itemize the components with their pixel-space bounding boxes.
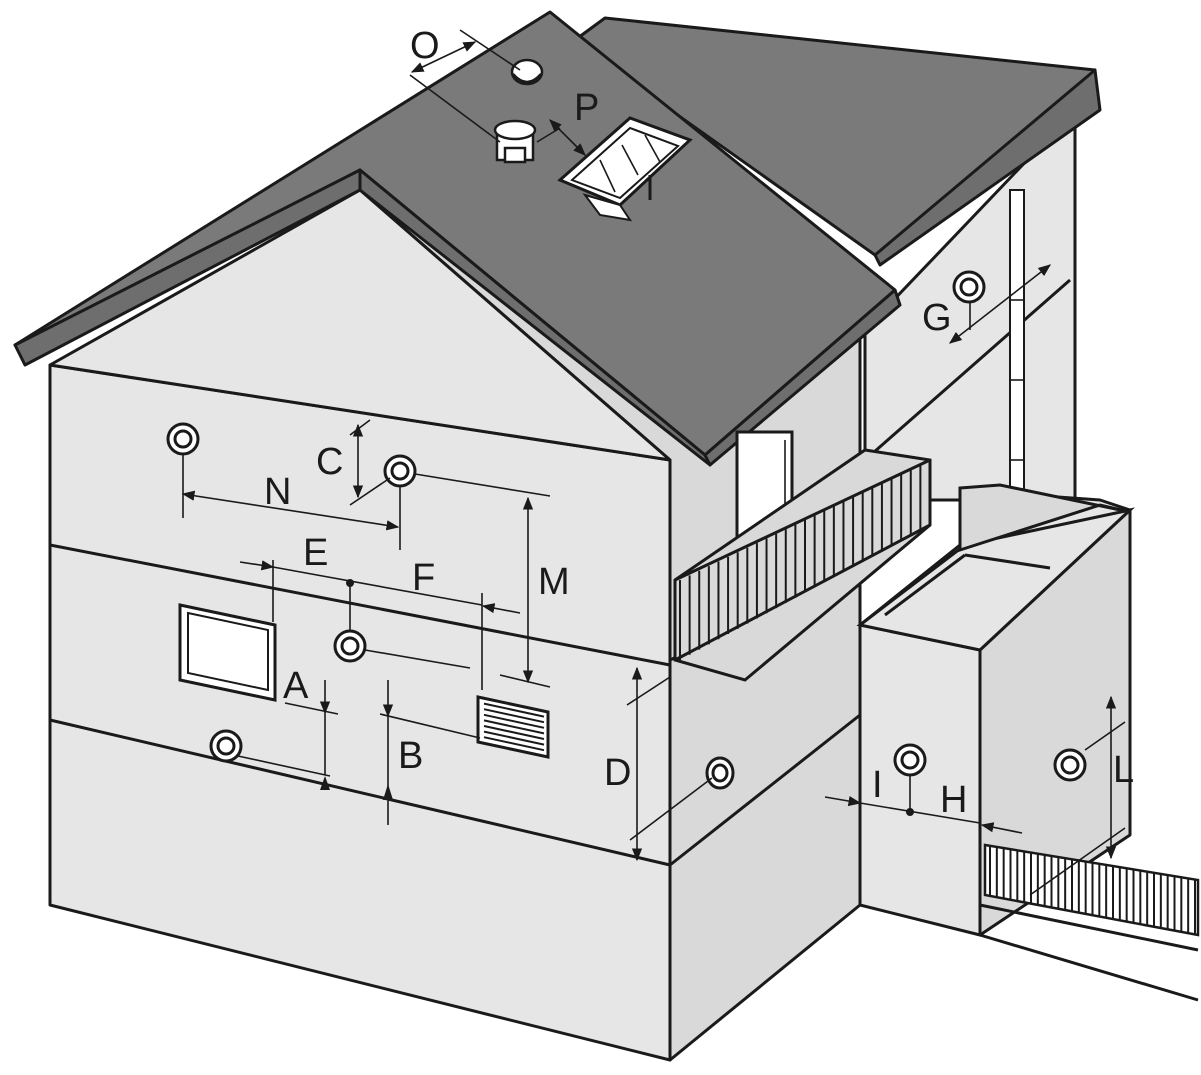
roof-terminal-small [510,58,544,86]
band-lower [49,718,671,867]
label-D: D [604,752,631,794]
label-I: I [872,764,883,806]
label-C: C [316,441,343,483]
label-H: H [940,779,967,821]
label-F: F [412,557,435,599]
label-A: A [283,665,309,707]
wall-terminal-5 [705,756,735,790]
label-L: L [1113,749,1134,791]
hatch-line [483,730,545,746]
wall-terminal-2 [383,454,417,488]
hatch-line [483,719,545,735]
hatch-line [483,725,545,740]
fence [979,843,1200,1002]
wall-terminal-3 [333,629,367,663]
label-G: G [922,297,952,339]
balcony [673,430,932,682]
wall-terminal-8 [1053,748,1087,782]
hatch-line [483,708,545,724]
hatch-line [483,713,545,729]
label-O: O [410,25,440,67]
dimension-labels: O P G C N E F M A B D I H L [264,25,1134,821]
roof-terminal-large [493,119,537,164]
wall-terminal-7 [893,743,927,777]
hatch-line [483,736,545,752]
window [178,603,277,702]
label-B: B [398,735,423,777]
label-E: E [303,532,328,574]
label-N: N [264,471,291,513]
air-grille [476,695,550,759]
dimension-lines [181,29,1126,896]
hatch-line [674,458,931,582]
band-upper [49,543,671,667]
main-roof [13,10,902,467]
wall-terminal-4 [209,729,243,763]
hatch-line [483,702,545,718]
wall-terminal-1 [166,422,200,456]
downpipe [1009,189,1025,491]
skylight [557,116,693,222]
label-M: M [538,561,570,603]
label-P: P [574,87,599,129]
wall-terminal-6 [952,270,986,304]
hatch-line [674,523,931,662]
